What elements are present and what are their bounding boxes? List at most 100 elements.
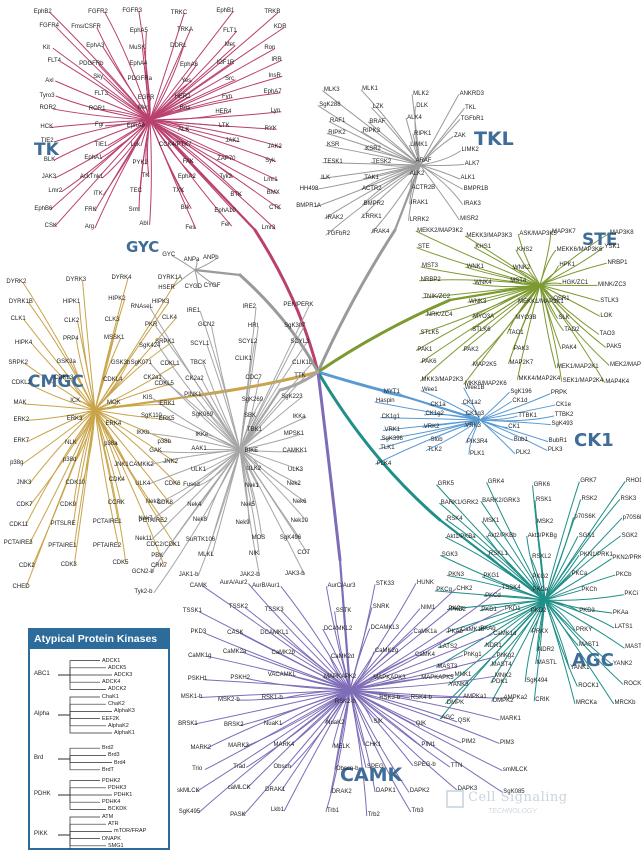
group-label-agc: AGC (572, 650, 614, 671)
kinase-label-jak2: JAK2 (267, 143, 282, 150)
kinase-label-dcamkl3: DCAMKL3 (370, 625, 400, 632)
tree-branch (349, 689, 500, 721)
tree-branch (149, 119, 280, 210)
tree-branch (196, 689, 351, 793)
kinase-label-ndr2: NDR2 (537, 647, 555, 654)
tree-branch (50, 119, 151, 129)
inset-member-brd4: Brd4 (114, 759, 126, 766)
kinase-label-aura-aur2: AurA/Aur2 (219, 580, 248, 587)
kinase-label-sbk: SBK (243, 413, 256, 420)
tree-branch (210, 415, 241, 451)
kinase-label-mkk4-map2k4: MKK4/MAP2K4 (518, 375, 561, 382)
kinase-label-skmlck: skMLCK (176, 788, 200, 795)
kinase-label-epha10: EphA10 (214, 207, 236, 214)
kinase-label-nuak2: NuaK2 (326, 719, 345, 726)
watermark-subtext: TECHNOLOGY (488, 808, 538, 815)
kinase-label-raf1: RAF1 (330, 118, 346, 125)
kinase-label-camk1g: CaMK1g (188, 652, 212, 659)
kinase-label-tgfbr2: TGFbR2 (327, 231, 351, 238)
tree-branch (29, 409, 96, 507)
tree-branch (437, 599, 546, 649)
tree-branch (479, 419, 516, 455)
tree-branch (194, 269, 218, 288)
kinase-label-vrk3: VRK3 (465, 423, 481, 430)
kinase-label-lats2: LATS2 (439, 644, 458, 651)
kinase-label-irak4: IRAK4 (372, 229, 390, 236)
tree-branch (338, 558, 352, 692)
kinase-label-ched: CHED (12, 583, 30, 590)
kinase-label-pak1: PAK1 (417, 346, 433, 353)
tree-branch (149, 12, 279, 121)
kinase-label-lrrk1: LRRK1 (362, 214, 382, 221)
kinase-label-hck: HCK (40, 124, 54, 130)
tree-branch (52, 108, 151, 121)
tree-branch (421, 284, 541, 299)
kinase-label-bmpr1a: BMPR1A (296, 203, 321, 210)
kinase-label-sgk493: SgK493 (551, 421, 573, 428)
inset-branch (58, 794, 100, 803)
kinase-label-clk2: CLK2 (64, 317, 80, 324)
tree-branch (242, 689, 351, 816)
tree-branch (544, 599, 625, 649)
tree-branch (280, 689, 351, 700)
kinase-label-lmr1: Lmr1 (263, 176, 278, 183)
tree-branch (319, 164, 421, 180)
kinase-label-camk2b: CaMK2b (271, 649, 295, 656)
kinase-label-nek1: Nek1 (244, 483, 259, 490)
kinase-label-jak1: JAK1 (225, 138, 240, 145)
kinase-label-mark2: MARK2 (190, 744, 212, 751)
tree-branch (544, 499, 621, 601)
kinase-label-mrckb: MRCKb (614, 700, 636, 707)
kinase-label-alk: ALK (178, 126, 190, 133)
kinase-label-tao2: TAO2 (564, 326, 580, 333)
kinase-label-ripk1: RIPK1 (414, 130, 432, 137)
tree-branch (239, 449, 303, 453)
tree-branch (25, 409, 96, 588)
kinase-label-bark2-grk3: BARK2/GRK3 (482, 498, 520, 505)
kinase-label-nek6: Nek6 (292, 498, 307, 505)
tree-branch (517, 234, 541, 286)
kinase-label-pkcb: PKCb (615, 571, 632, 578)
tree-branch (207, 655, 351, 691)
kinase-label-mark1: MARK1 (500, 716, 521, 723)
kinase-label-camk4: CaMK4 (415, 652, 436, 659)
kinase-label-gyc: GYC (162, 252, 176, 259)
kinase-label-trio: Trio (192, 765, 203, 772)
tree-branch (94, 383, 172, 411)
kinase-label-obscn-b: Obscn-b (335, 766, 359, 773)
kinase-label-p70s6k: p70S6K (574, 514, 596, 521)
kinase-label-tbk1: TBK1 (246, 427, 262, 434)
kinase-label-sgk069: SgK069 (191, 412, 214, 419)
kinase-label-pctaire1: PCTAIRE1 (92, 519, 122, 526)
kinase-label-map2k7: MAP2K7 (509, 360, 534, 367)
kinase-label-fgfr2: FGFR2 (88, 8, 108, 15)
kinase-label-brsk2: BRSK2 (223, 722, 244, 729)
kinase-label-mast1: MAST1 (578, 641, 599, 648)
tree-branch (149, 45, 236, 121)
kinase-label-ste: STE (417, 244, 430, 251)
inset-member-adck5: ADCK5 (108, 664, 127, 671)
kinase-label-pak2: PAK2 (463, 347, 479, 354)
kinase-label-pik3r4: PIK3R4 (466, 439, 488, 446)
tree-branch (94, 409, 120, 548)
tree-branch (530, 577, 546, 601)
tree-branch (193, 268, 242, 277)
tree-branch (349, 689, 500, 744)
kinase-label-lkb1: Lkb1 (270, 807, 284, 814)
inset-branch (58, 834, 100, 839)
kinase-label-sgk071: SgK071 (130, 359, 152, 366)
tree-branch (253, 228, 320, 374)
kinase-label-srm: Srm (128, 207, 140, 214)
kinase-label-fms-csfr: Fms/CSFR (71, 24, 101, 31)
kinase-label-sgk085: SgK085 (503, 788, 525, 795)
kinase-label-lck: Lck (130, 142, 141, 149)
tree-branch (487, 554, 546, 601)
tree-branch (483, 595, 546, 601)
kinase-label-map4k4: MAP4K4 (605, 378, 630, 385)
tree-branch (61, 119, 151, 193)
tree-branch (535, 521, 546, 601)
kinase-label-cdk7: CDK7 (16, 502, 33, 509)
kinase-label-tyk2: Tyk2 (219, 173, 232, 180)
tree-branch (349, 655, 415, 691)
tree-branch (425, 284, 541, 316)
